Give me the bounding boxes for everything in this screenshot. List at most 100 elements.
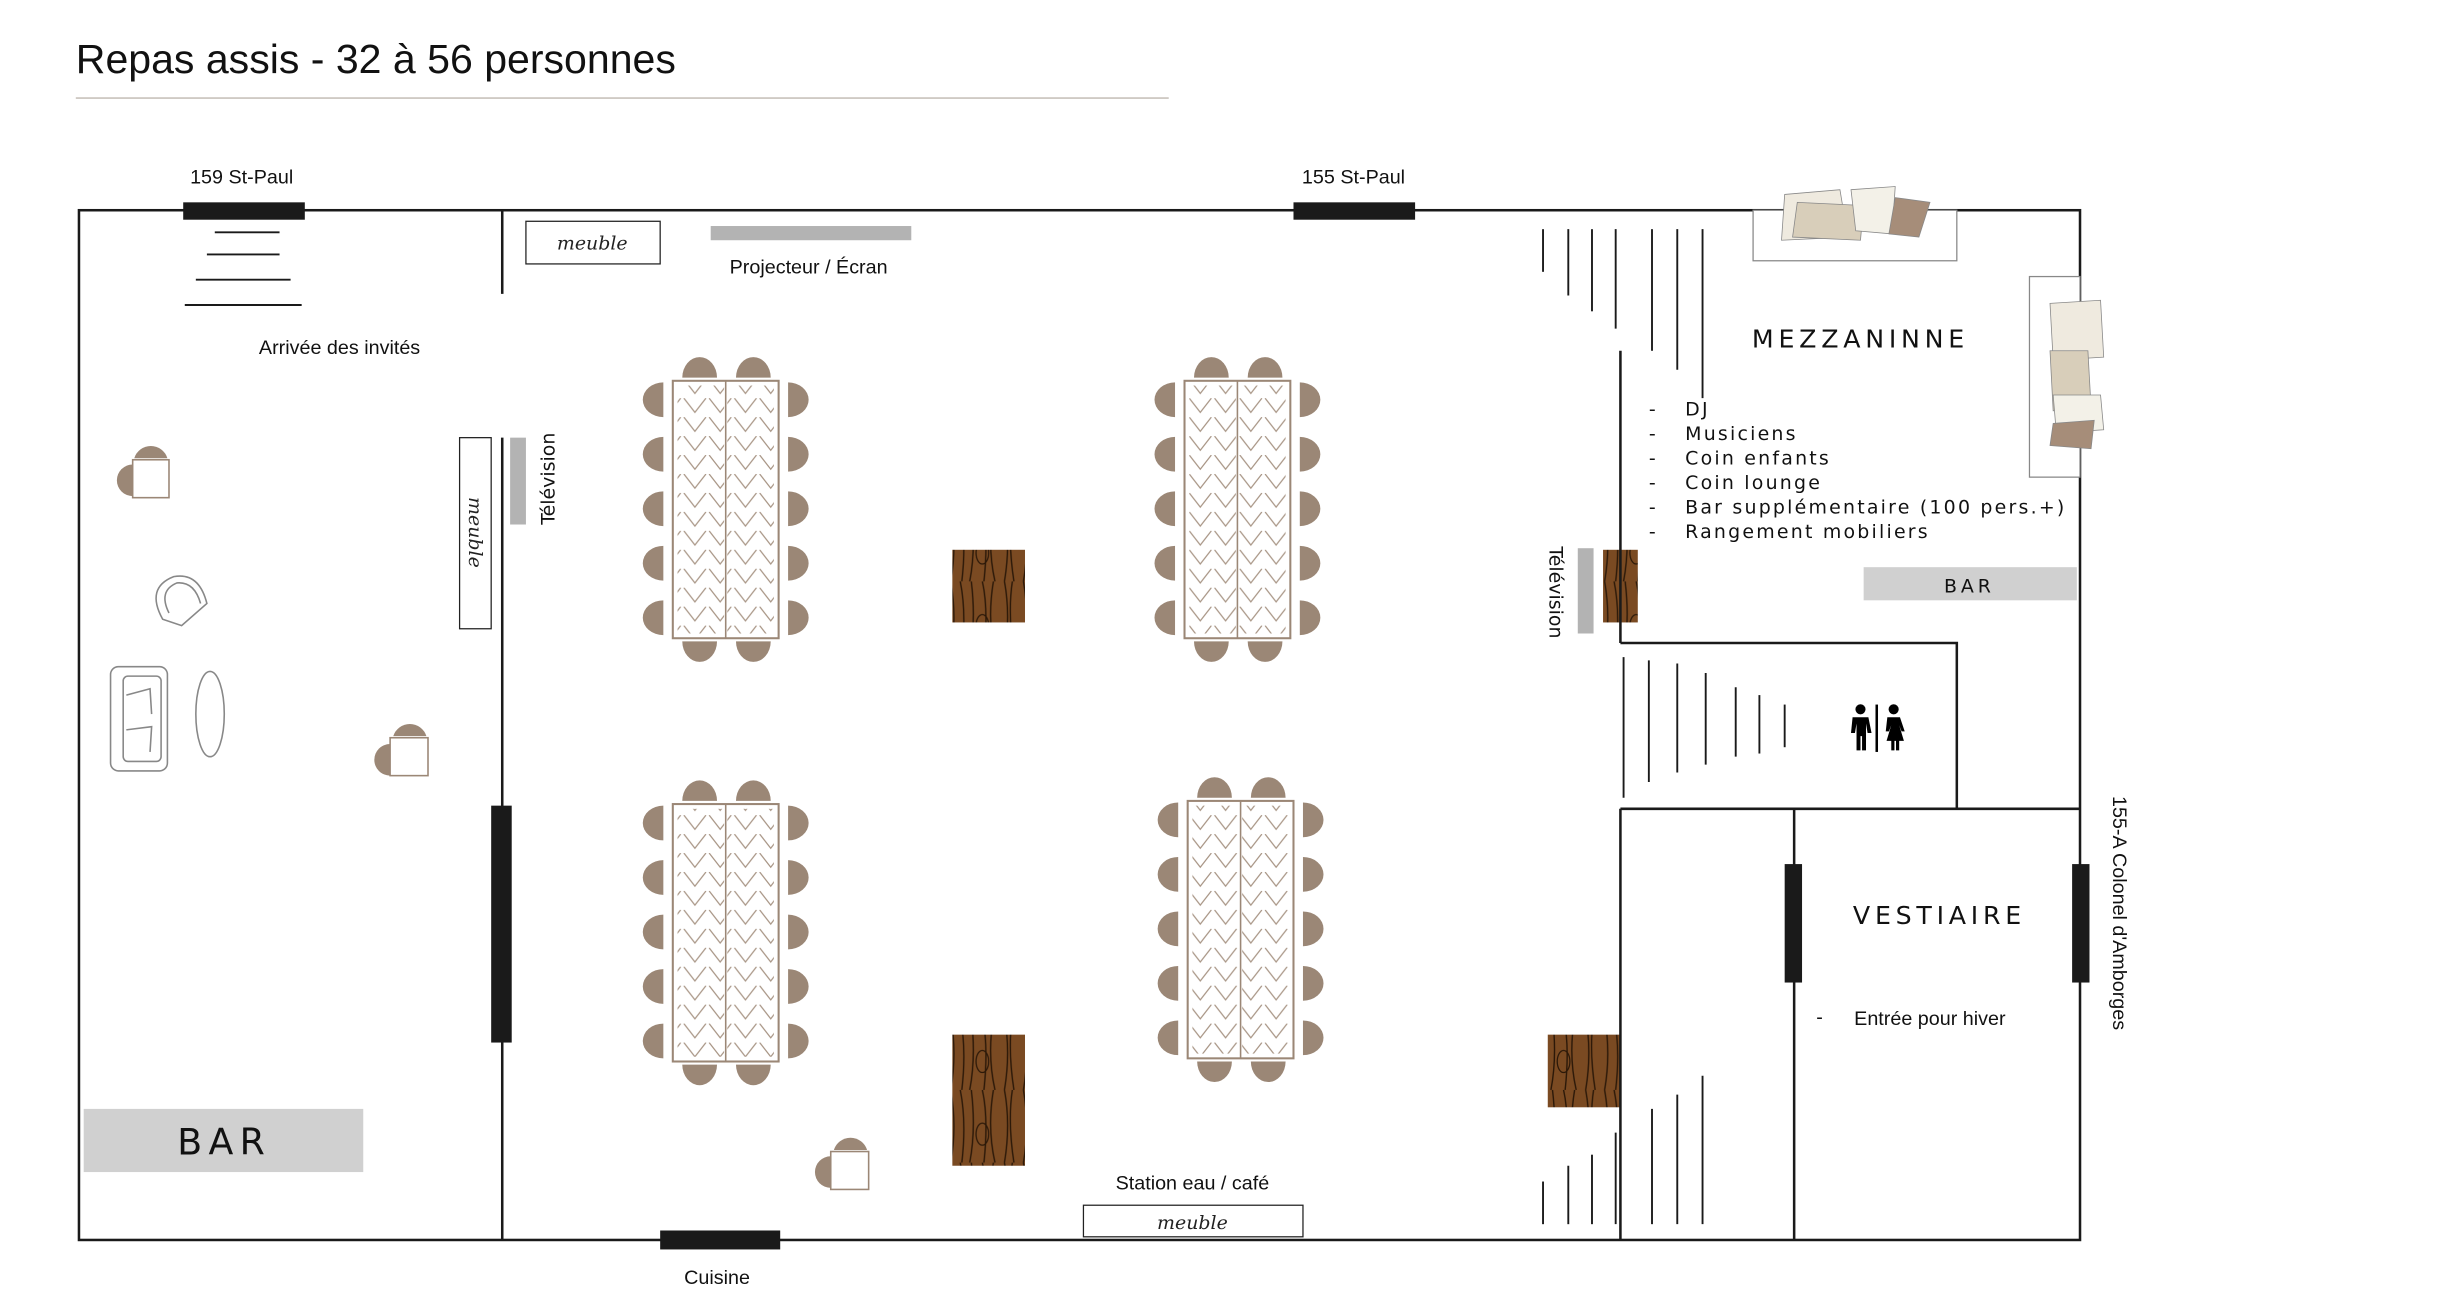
list-dash: -: [1649, 496, 1656, 518]
chair: [642, 382, 664, 418]
chair: [1299, 491, 1321, 527]
table-pattern: [727, 385, 774, 634]
table-pattern: [677, 385, 725, 634]
chair: [642, 545, 664, 581]
wood-side-table: [1547, 1034, 1621, 1108]
mezzanine-list: -DJ-Musiciens-Coin enfants-Coin lounge-B…: [1649, 399, 2066, 543]
chair: [1250, 777, 1286, 798]
chair: [1157, 1020, 1179, 1056]
chair: [1193, 357, 1229, 378]
chair: [788, 545, 809, 581]
stairs-restroom: [1622, 657, 1786, 798]
door-159-st-paul[interactable]: [183, 202, 305, 220]
tv-left-label: Télévision: [537, 433, 559, 526]
tv-right: [1577, 548, 1594, 634]
chair: [1302, 1020, 1324, 1056]
chair: [788, 600, 809, 636]
table-pattern: [727, 808, 774, 1057]
chair: [1157, 802, 1179, 838]
chair: [1154, 600, 1176, 636]
door-colonel[interactable]: [2072, 864, 2090, 983]
chair: [1154, 491, 1176, 527]
svg-text:meuble: meuble: [464, 497, 486, 568]
chair: [735, 1064, 771, 1086]
chair: [642, 969, 664, 1004]
chair: [642, 1023, 664, 1059]
meuble-vertical: meuble: [458, 437, 492, 630]
chair: [1157, 911, 1179, 947]
oval-table: [195, 670, 226, 758]
list-dash: -: [1649, 448, 1656, 470]
chair: [788, 969, 809, 1004]
mezzanine-item: Bar supplémentaire (100 pers.+): [1685, 496, 2066, 518]
dining-table-3: [642, 780, 809, 1086]
chair: [682, 357, 718, 378]
chair: [788, 491, 809, 527]
dining-tables: [642, 357, 1324, 1086]
restroom-icon: [1851, 704, 1905, 752]
chair: [788, 805, 809, 841]
chair: [788, 860, 809, 895]
chair: [1299, 382, 1321, 418]
chair: [682, 641, 718, 662]
bar-main: [83, 1108, 364, 1173]
chair: [788, 382, 809, 418]
wood-side-table: [952, 549, 1026, 623]
table-pattern: [1189, 385, 1236, 634]
wood-side-table: [952, 1034, 1026, 1166]
bar-mezzanine-label: BAR: [1944, 575, 1995, 597]
chair: [1193, 641, 1229, 662]
vestiaire-title: VESTIAIRE: [1853, 901, 2026, 930]
entrance-label-155: 155 St-Paul: [1302, 166, 1405, 188]
door-vestiaire[interactable]: [1784, 864, 1803, 983]
tv-left: [510, 437, 526, 525]
chair: [1302, 802, 1324, 838]
entrance-steps: [184, 231, 302, 306]
chair: [1154, 436, 1176, 472]
sofa: [109, 665, 169, 772]
side-entrance-label: 155-A Colonel d'Amborges: [2108, 796, 2130, 1030]
chair-table-center: [814, 1137, 870, 1191]
chair: [642, 860, 664, 895]
chair: [642, 914, 664, 950]
chair: [1154, 545, 1176, 581]
table-pattern: [1239, 385, 1286, 634]
table-pattern: [1242, 805, 1289, 1054]
chair: [682, 780, 718, 801]
mezzanine-title: MEZZANINNE: [1752, 325, 1969, 354]
dining-table-1: [642, 357, 809, 662]
arrival-label: Arrivée des invités: [259, 337, 420, 359]
restroom-wall: [1620, 641, 1959, 809]
chair: [788, 436, 809, 472]
page-title: Repas assis - 32 à 56 personnes: [76, 36, 676, 82]
outer-wall: [77, 208, 2082, 1242]
door-inner-left[interactable]: [491, 805, 512, 1043]
chair: [788, 914, 809, 950]
stairs-top: [1542, 229, 1704, 399]
chair: [788, 1023, 809, 1059]
sofa-right: [2028, 275, 2105, 478]
chair: [1197, 1061, 1232, 1083]
chair: [1157, 965, 1179, 1001]
chair: [682, 1064, 718, 1086]
chair: [1247, 357, 1283, 378]
chair: [735, 357, 771, 378]
chair: [642, 600, 664, 636]
tv-right-label: Télévision: [1544, 545, 1566, 638]
door-kitchen[interactable]: [660, 1230, 781, 1250]
chair: [1157, 856, 1179, 892]
chair: [1299, 600, 1321, 636]
entrance-label-159: 159 St-Paul: [190, 166, 293, 188]
projector-label: Projecteur / Écran: [730, 255, 888, 278]
chair: [1299, 436, 1321, 472]
mezzanine-item: Coin enfants: [1685, 448, 1831, 470]
chair: [1154, 382, 1176, 418]
station-label: Station eau / café: [1116, 1172, 1270, 1194]
chair: [642, 436, 664, 472]
door-155-st-paul[interactable]: [1293, 202, 1416, 220]
dining-table-2: [1154, 357, 1321, 662]
mezzanine-item: Musiciens: [1685, 423, 1798, 445]
bar-main-label: BAR: [177, 1121, 271, 1164]
list-dash: -: [1649, 472, 1656, 494]
